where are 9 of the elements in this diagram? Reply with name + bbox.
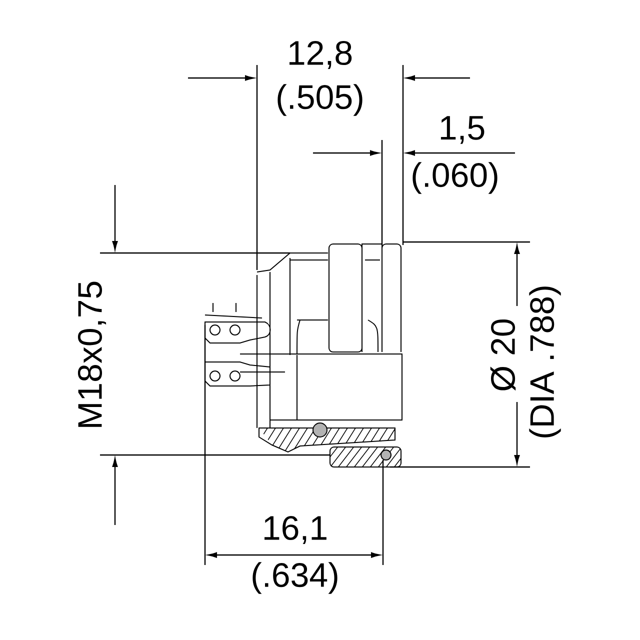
dimension-label: 1,5 [440, 116, 484, 144]
dimension-label: M18x0,75 [78, 282, 106, 427]
dimension-label: (.505) [278, 84, 362, 116]
dimension-label: 16,1 [264, 516, 326, 544]
dimension-label: (DIA .788) [529, 286, 561, 438]
dimension-label: (.060) [412, 162, 498, 194]
dimension-label: 12,8 [290, 40, 352, 70]
dimension-label: Ø 20 [490, 320, 516, 391]
dimension-label: (.634) [252, 562, 338, 594]
